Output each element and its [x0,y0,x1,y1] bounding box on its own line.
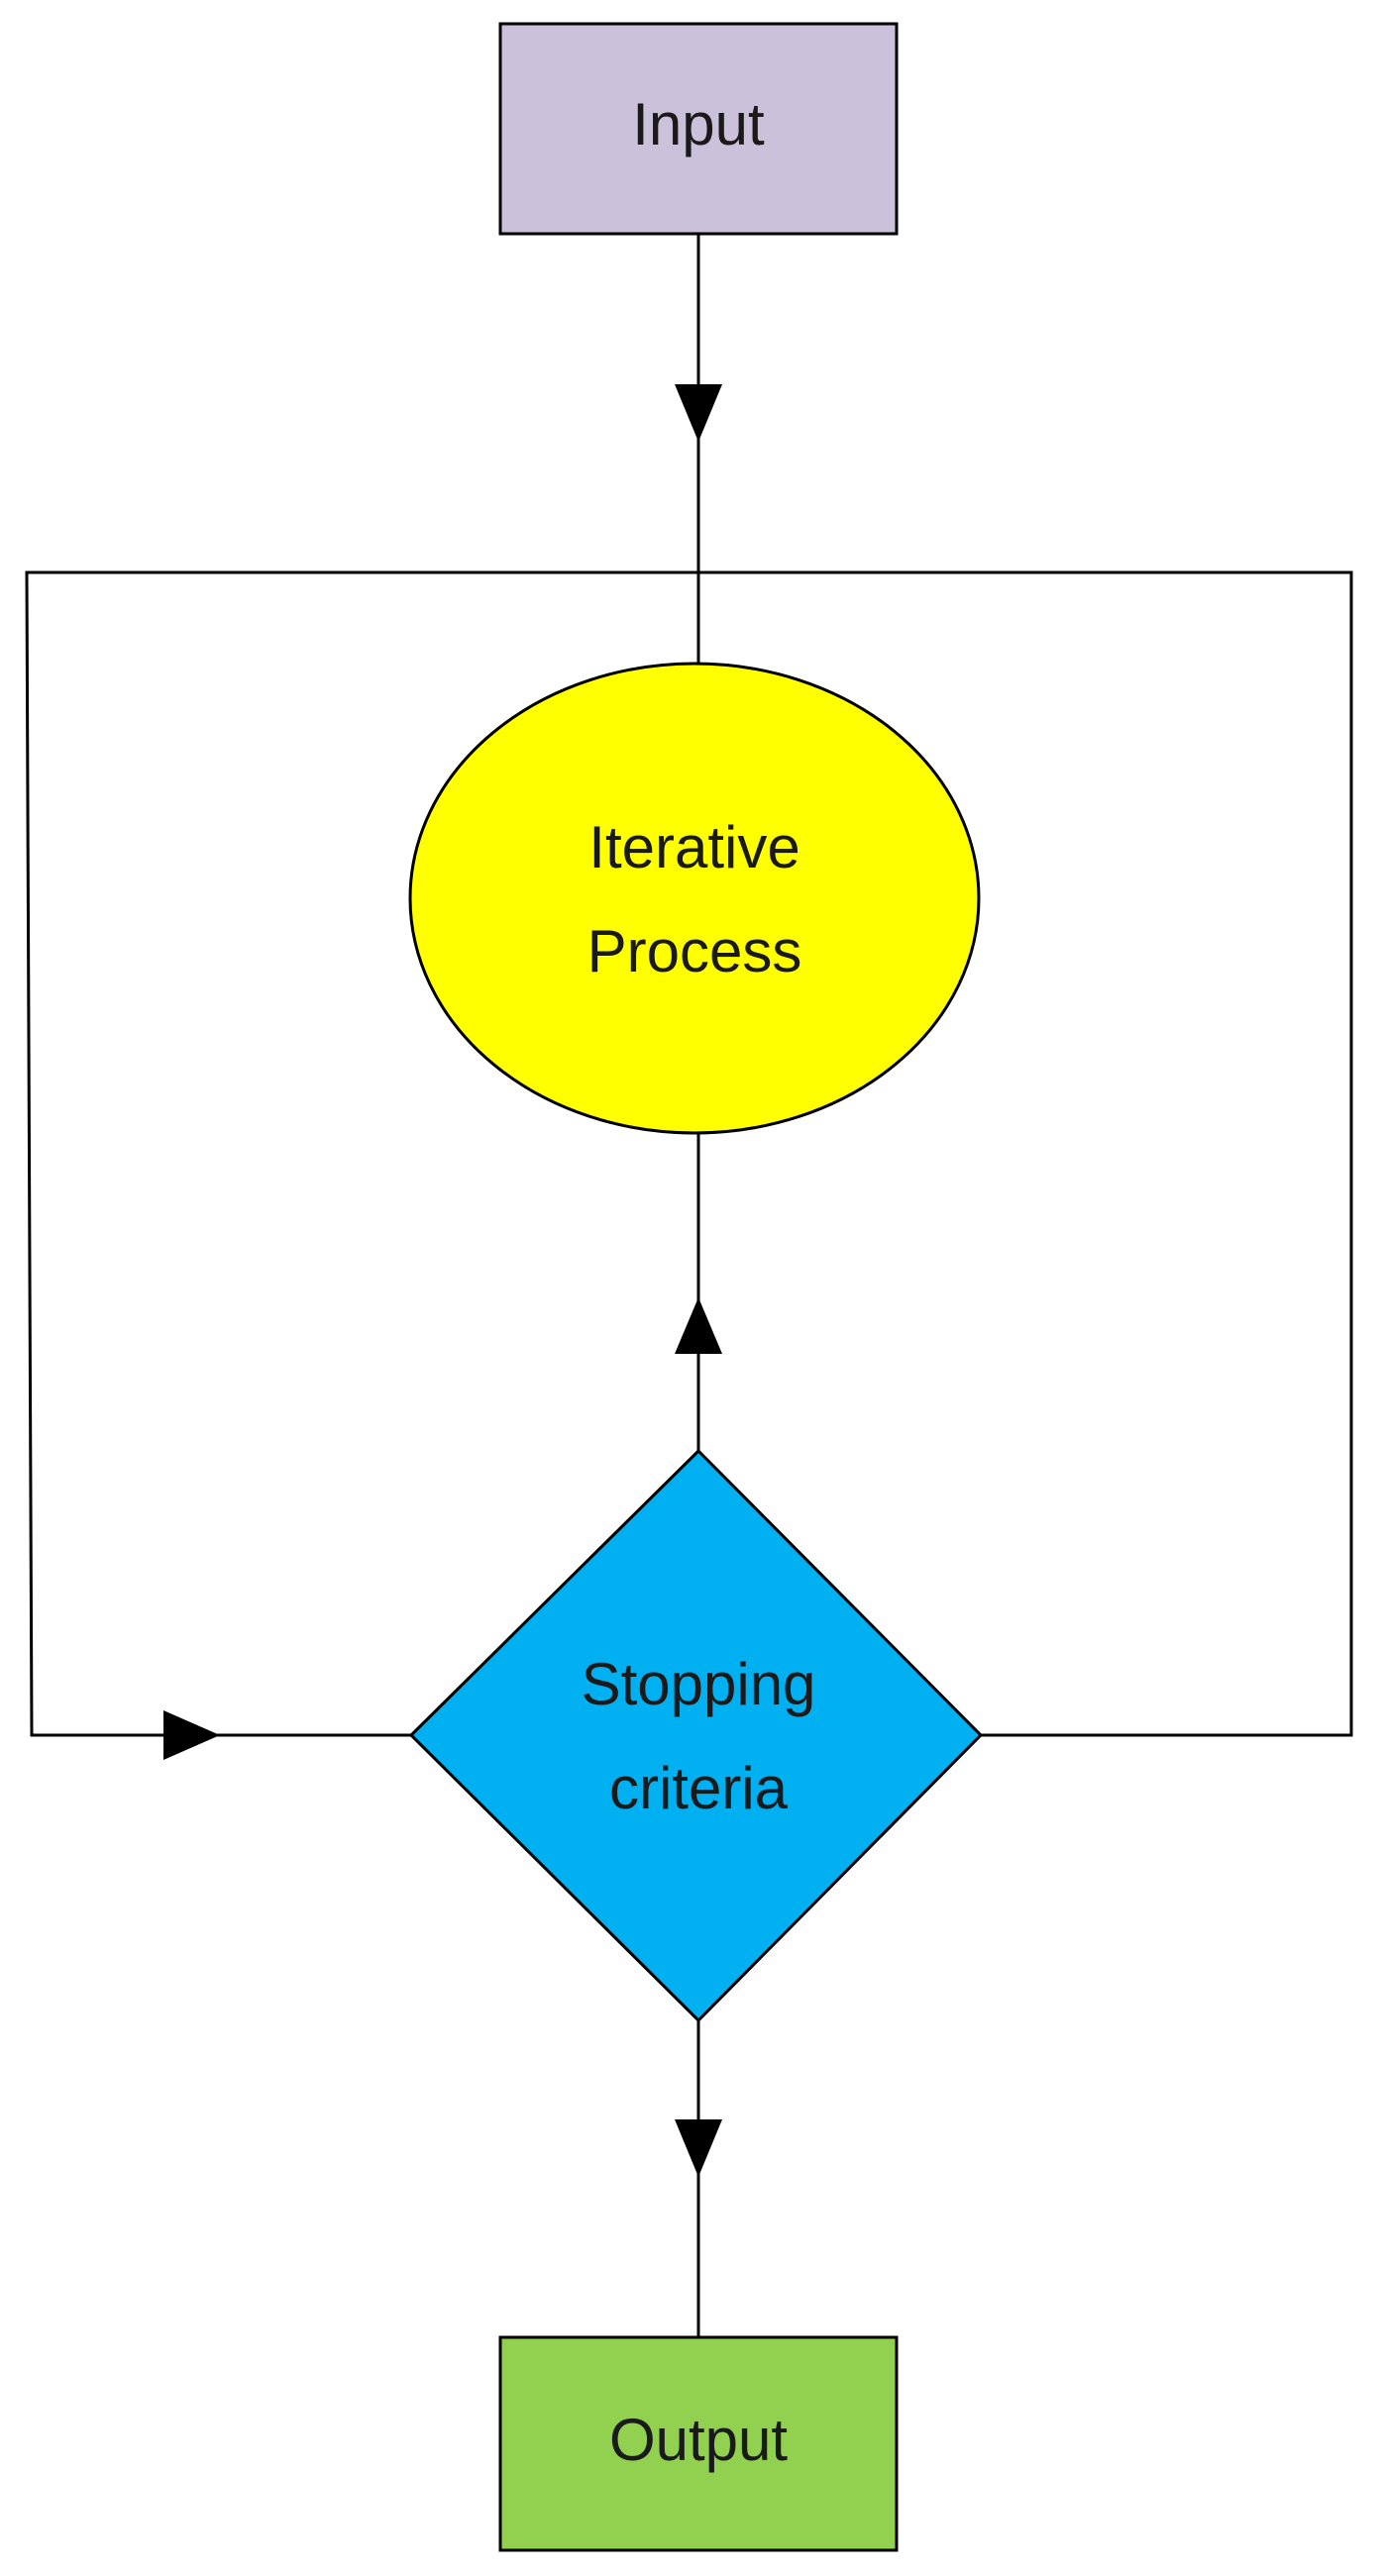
output-box [498,2335,899,2552]
decision-node: Stopping criteria [408,1448,984,2023]
input-box [498,22,899,236]
loop-connector-right [698,570,1353,1737]
process-node: Iterative Process [408,662,981,1135]
output-label: Output [609,2407,788,2473]
input-node: Input [498,22,899,236]
decision-label-line1: Stopping [582,1651,816,1717]
arrowhead-up-process [675,1297,722,1354]
decision-diamond [408,1448,984,2023]
loop-connector-left [25,570,698,1737]
arrowhead-down-input [675,384,722,442]
output-node: Output [498,2335,899,2552]
decision-label-line2: criteria [609,1755,789,1821]
process-label-line1: Iterative [588,814,799,880]
arrowheads [163,384,722,2177]
connectors [25,234,1353,2337]
arrowhead-down-output [675,2119,722,2177]
process-ellipse [408,662,981,1135]
input-label: Input [632,91,765,157]
process-label-line2: Process [587,918,802,984]
arrowhead-right-loop [163,1710,220,1760]
